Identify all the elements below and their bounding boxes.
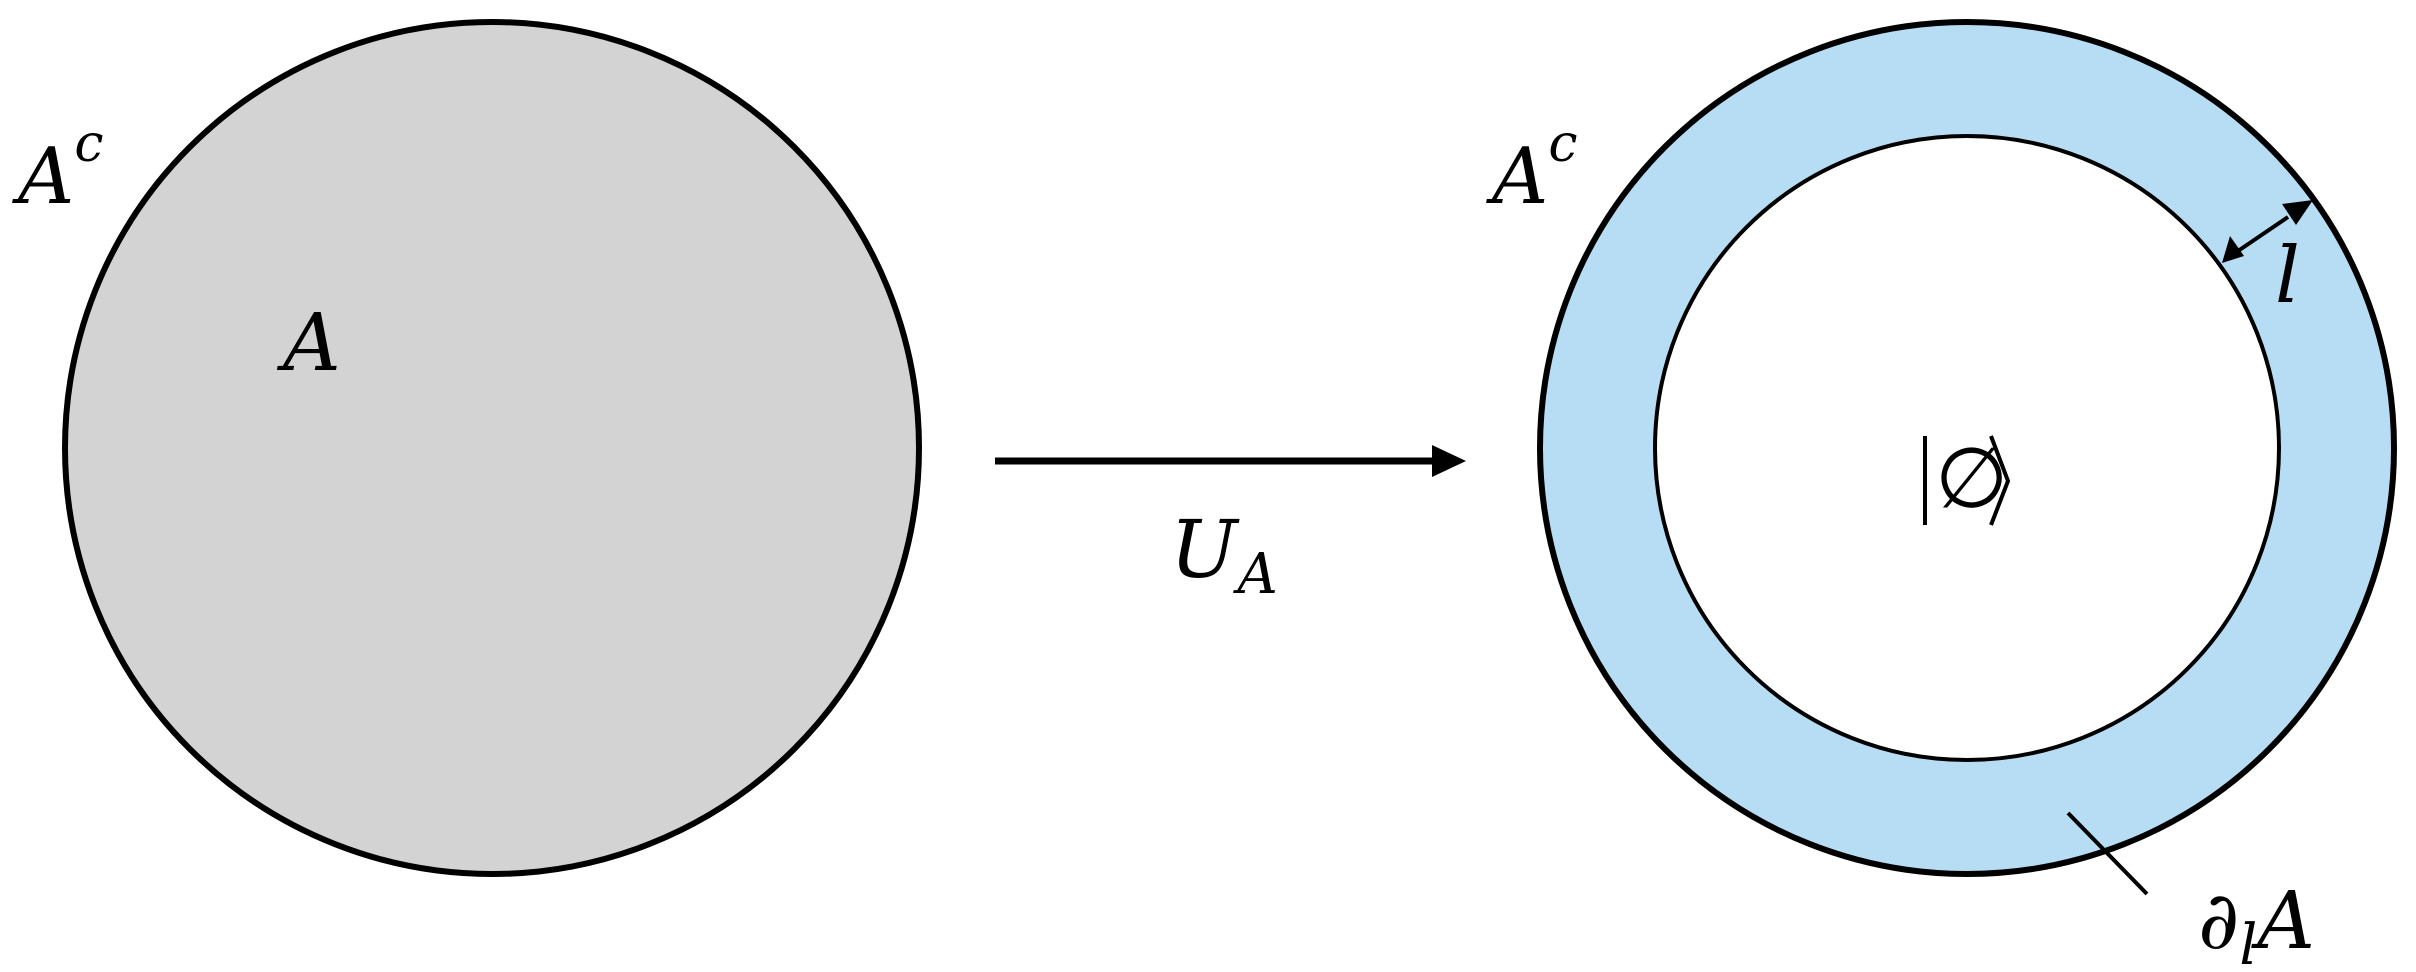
boundary-partial: ∂ [2198,874,2239,967]
width-double-arrow [2236,215,2290,253]
boundary-annotation: ∂lA [2066,811,2315,972]
right-complement-base: A [1486,132,1548,222]
boundary-pointer-line [2066,811,2149,896]
inner-region-disk [1653,134,2281,762]
operator-subscript: A [1232,542,1277,607]
width-arrowhead-outer-icon [2282,200,2313,225]
arrowhead-icon [1432,445,1466,477]
right-complement-superscript: c [1548,114,1577,174]
left-panel: Ac A [12,19,922,877]
region-a-disk [62,19,922,877]
left-complement-label: Ac [12,114,103,222]
region-a-label: A [276,296,341,389]
boundary-suffix: A [2250,874,2315,967]
ket-close-angle [1989,435,2011,526]
boundary-label: ∂lA [2198,874,2315,972]
left-complement-superscript: c [74,114,103,174]
right-complement-label: Ac [1486,114,1577,222]
right-panel: Ac ∅ l ∂lA [1486,19,2397,972]
boundary-subscript: l [2239,913,2257,972]
transform-arrow-group: UA [995,445,1466,607]
left-complement-base: A [12,132,74,222]
operator-base: U [1170,503,1240,596]
width-label: l [2275,231,2300,321]
operator-label: UA [1170,503,1278,607]
width-indicator: l [2222,200,2313,321]
empty-state-ket: ∅ [1923,429,2011,527]
width-arrowhead-inner-icon [2222,236,2244,263]
